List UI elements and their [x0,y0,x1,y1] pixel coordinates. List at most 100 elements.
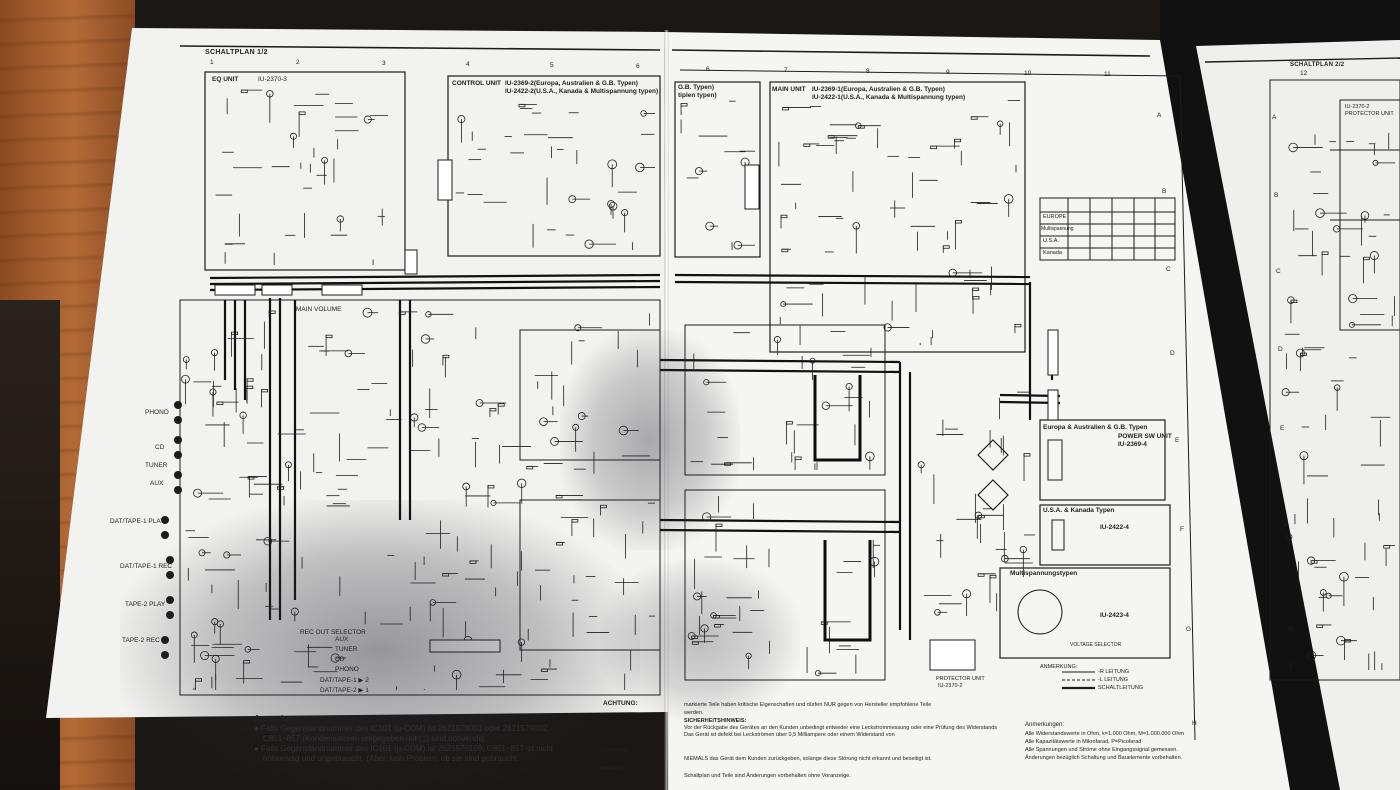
row-letter-e: E [1175,437,1180,444]
col-num-m11: 11 [1104,71,1111,78]
right-col-num-12: 12 [1300,70,1308,77]
sheet-right-title: SCHALTPLAN 2/2 [1290,62,1345,68]
power-sw-unit-label: POWER SW UNIT [1118,433,1172,440]
selector-item-tuner: TUNER [335,646,358,653]
input-label-tape2-rec: TAPE-2 REC [122,637,160,644]
control-cont-label: G.B. Typen) [678,84,714,91]
control-unit-code-2: IU-2422-2(U.S.A., Kanada & Multispannung… [505,88,659,95]
warning-line-2: werden. [684,710,704,716]
col-num-m7: 7 [784,67,788,74]
warning-line-5: Das Gerät ist defekt bei Leckströmen übe… [684,732,895,738]
right-row-d: D [1278,346,1283,353]
right-row-e: E [1280,425,1285,432]
multi-typen-label: Multispannungstypen [1010,570,1078,577]
input-label-tuner: TUNER [145,462,168,469]
right-row-b: B [1274,192,1279,199]
hand-shadow [120,500,640,790]
right-row-c: C [1276,268,1281,275]
selector-item-dat2: DAT/TAPE-2 ▶ 1 [320,687,369,694]
eq-unit-code: IU-2370-3 [258,76,287,83]
row-letter-a: A [1157,112,1162,119]
usa-code: IU-2422-4 [1100,524,1129,531]
col-num-6: 6 [636,63,640,70]
input-label-phono: PHONO [145,409,169,416]
selector-item-aux: AUX [335,636,349,643]
main-unit-code-1: IU-2369-1(Europa, Australien & G.B. Type… [812,86,945,93]
col-num-2: 2 [296,59,300,66]
table-row-usa: U.S.A. [1043,238,1059,244]
table-row-multi: Multispannung [1041,226,1074,232]
right-row-g: G [1288,626,1294,633]
control-unit-code-1: IU-2369-2(Europa, Australien & G.B. Type… [505,80,638,87]
rectifiers [977,439,1009,511]
right-protector-code: IU-2370-2 [1345,104,1370,110]
remark-line-4: Änderungen bezüglich Schaltung und Bauel… [1025,755,1183,761]
table-row-kanada: Kanada [1043,250,1062,256]
legend-item-r: -R LEITUNG [1098,669,1130,675]
main-unit-label: MAIN UNIT [772,86,806,93]
right-protector-unit: PROTECTOR UNIT [1345,111,1394,117]
row-letter-c: C [1166,266,1171,273]
phone-shadow [600,560,800,720]
notes-title: Anmerkung: [254,713,305,723]
input-label-aux: AUX [150,480,164,487]
selector-item-phono: PHONO [335,666,359,673]
control-unit-label: CONTROL UNIT [452,80,501,87]
row-letter-b: B [1162,188,1167,195]
note-line-2: C851~857 (Kondensatoren umgegeben mit ▢)… [263,734,487,743]
fine-wires [181,89,1395,690]
warning-line-9: Schaltplan und Teile sind Änderungen vor… [684,773,851,779]
input-jacks [161,401,182,659]
col-num-1: 1 [210,59,214,66]
col-num-4: 4 [466,61,470,68]
remark-line-1: Alle Widerstandswerte in Ohm, k=1.000 Oh… [1025,731,1184,737]
legend-title: ANMERKUNG: [1040,664,1078,670]
hand-shadow-2 [560,330,740,550]
col-num-m9: 9 [946,69,950,76]
usa-typen-label: U.S.A. & Kanada Typen [1043,507,1115,514]
table-row-europe: EUROPE [1043,214,1067,220]
europa-typen-label: Europa & Australien & G.B. Typen [1043,424,1148,431]
note-line-1: ● Falls Gegenstandnummer des IC101 (µ-CO… [254,724,550,733]
sheet-left-title: SCHALTPLAN 1/2 [205,49,268,56]
remark-line-2: Alle Kapazitätswerte in Mikrofarad, P=Pi… [1025,739,1142,745]
selector-item-cd: CD [335,656,345,663]
warning-line-1: markierte Teile haben kritische Eigensch… [684,702,932,708]
input-label-tape2-play: TAPE-2 PLAY [125,601,166,608]
row-letter-f: F [1180,526,1184,533]
warning-line-6: ACHTUNG: [600,748,630,754]
input-label-dat1-rec: DAT/TAPE-1 REC [120,563,173,570]
warning-line-4: Vor der Rückgabe des Gerätes an den Kund… [684,725,998,731]
eq-unit-label: EQ UNIT [212,76,239,83]
right-row-f: F [1284,522,1288,529]
col-num-m8: 8 [866,68,870,75]
legend-item-switch: SCHALTLEITUNG [1098,685,1144,691]
sheet-fold [664,30,669,790]
warning-line-3: SICHERHEITSHINWEIS: [684,718,747,724]
multi-code: IU-2423-4 [1100,612,1129,619]
power-rails [813,375,872,642]
main-volume-label: MAIN VOLUME [296,306,342,313]
selector-item-dat1: DAT/TAPE-1 ▶ 2 [320,677,369,684]
right-row-a: A [1272,114,1277,121]
warning-line-8: HINWEIS: [600,766,626,772]
col-num-5: 5 [550,62,554,69]
col-num-m6: 6 [706,66,710,73]
legend-lines [1062,671,1095,690]
input-label-dat1-play: DAT/TAPE-1 PLAY [110,518,165,525]
row-letter-d: D [1170,350,1175,357]
main-unit-code-2: IU-2422-1(U.S.A., Kanada & Multispannung… [812,94,966,101]
achtung-label: ACHTUNG: [603,700,638,707]
rec-out-selector-label: REC OUT SELECTOR [300,629,366,636]
connectors [214,159,1059,671]
input-label-cd: CD [155,444,165,451]
note-line-4: notwendig und ungebraucht. (Aber, kein P… [263,754,520,763]
col-num-3: 3 [382,60,386,67]
note-line-3: ● Falls Gegenstandnummer des IC101 (µ-CO… [254,744,554,753]
protector-unit-code: IU-2370-2 [938,683,963,689]
remarks-title: Anmerkungen: [1025,722,1065,728]
transformers [1017,439,1065,635]
